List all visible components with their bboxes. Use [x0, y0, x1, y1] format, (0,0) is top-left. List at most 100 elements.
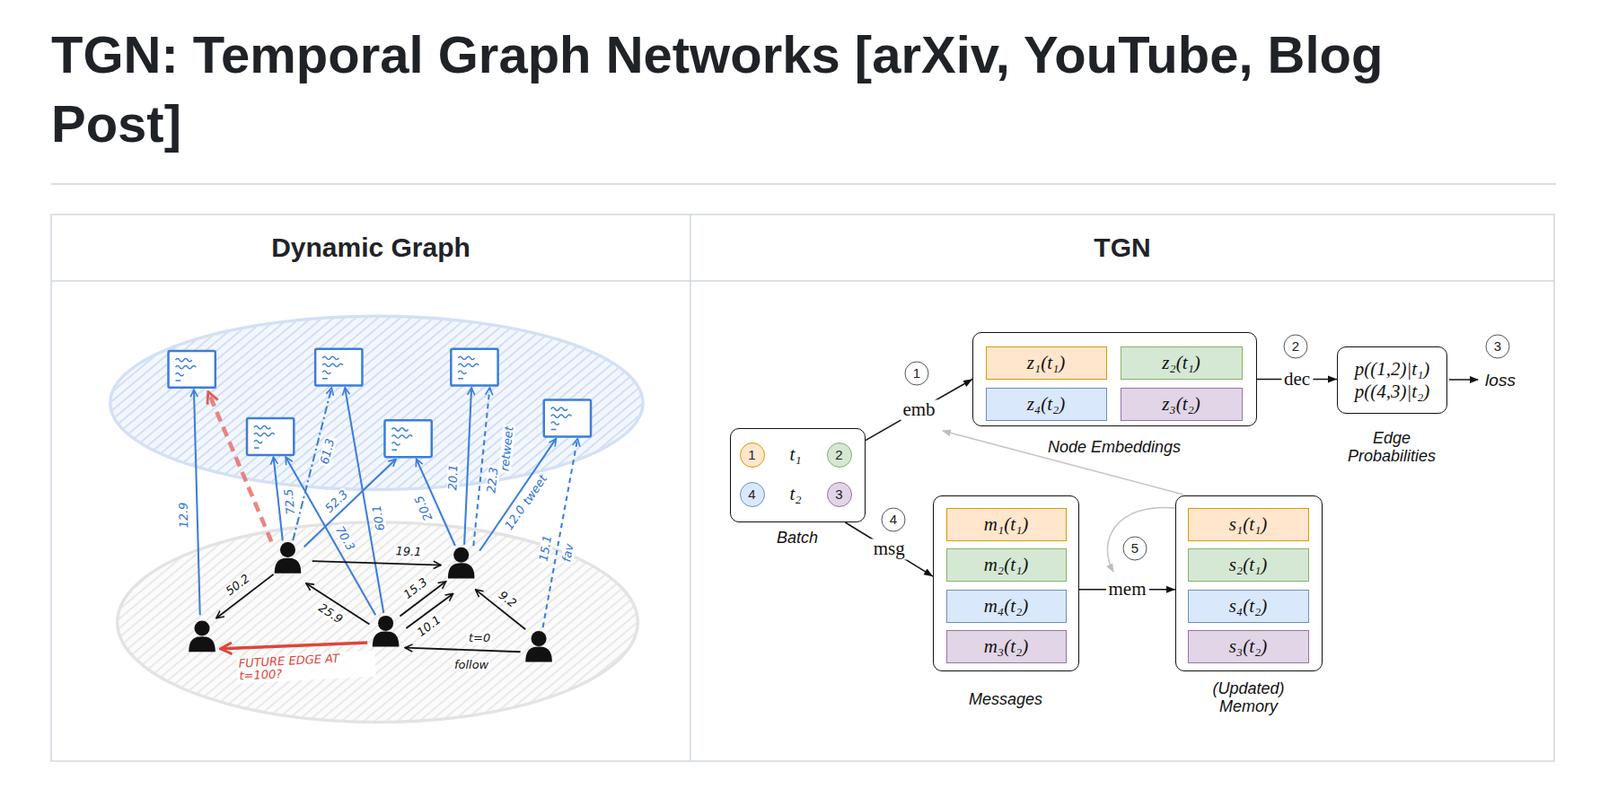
edge-label: t₂ [786, 483, 804, 505]
user-region [117, 522, 639, 723]
edge-weight: 60.1 [369, 502, 388, 535]
memory-loop-arrow [1107, 507, 1176, 572]
embedding-cell: s₁(t₁) [1187, 508, 1310, 542]
box-text: m₃(t₂) [984, 635, 1029, 658]
box-text: z₃(t₂) [1161, 393, 1201, 415]
interaction-line [304, 458, 396, 547]
box-text: s₁(t₁) [1229, 513, 1268, 536]
embedding-cell: s₂(t₁) [1187, 548, 1310, 582]
graph-node-circle: 3 [826, 482, 853, 508]
box-text: p((1,2)|t₁) [1354, 358, 1431, 380]
box-text: p((4,3)|t₂) [1354, 380, 1431, 403]
embedding-cell: s₃(t₂) [1187, 630, 1310, 664]
edge-label: msg [870, 539, 908, 561]
edge-weight: 19.1 [393, 545, 423, 559]
user-edge [312, 561, 441, 566]
edge-type: fav [560, 541, 577, 565]
edge-weight: 10.1 [413, 612, 446, 641]
node-number: 1 [747, 448, 756, 462]
box-text: z₂(t₁) [1161, 351, 1201, 374]
tweet-region [110, 316, 643, 490]
table-rule [51, 280, 1555, 282]
user-edge [404, 648, 520, 653]
callout-number: 1 [905, 361, 930, 387]
edge-weight: 15.1 [536, 533, 555, 565]
user-icon [188, 621, 216, 653]
edge-weight: 52.3 [321, 487, 352, 518]
callout-number: 4 [881, 508, 906, 533]
edge-type: retweet [498, 423, 517, 474]
box-caption: Batch [729, 528, 866, 548]
embeddings-box: Node Embeddingsz₁(t₁)z₂(t₁)z₄(t₂)z₃(t₂) [972, 332, 1258, 427]
box-text: s₄(t₂) [1229, 595, 1268, 617]
interaction-line [193, 389, 201, 616]
edge-weight: 50.2 [221, 571, 254, 600]
node-number: 2 [835, 448, 843, 462]
edge-weight: 20.1 [446, 462, 460, 493]
callout-number: 3 [1485, 334, 1511, 360]
edge-label: emb [899, 399, 938, 421]
edge-type: tweet [518, 471, 551, 510]
callout-number: 5 [1123, 536, 1148, 562]
edge-time: t=0 [466, 632, 493, 645]
page-title: TGN: Temporal Graph Networks [arXiv, You… [51, 19, 1434, 159]
edge-weight: 12.9 [176, 500, 191, 530]
tweet-icon [246, 418, 294, 456]
graph-node-circle: 2 [826, 442, 853, 468]
edge-weight: 72.5 [281, 486, 299, 518]
tweet-icon [315, 349, 362, 387]
edge-weight: 12.0 [501, 502, 529, 535]
interaction-line [273, 457, 283, 541]
tweet-icon [450, 349, 498, 387]
embedding-cell: m₃(t₂) [946, 630, 1067, 664]
edge-type: follow [452, 659, 491, 672]
heading-rule [51, 183, 1557, 185]
edge-label: t₁ [786, 444, 804, 466]
box-text: m₄(t₂) [984, 595, 1029, 617]
tweet-icon [168, 351, 216, 388]
box-caption: Node Embeddings [972, 438, 1258, 458]
flow-arrow [865, 379, 973, 441]
tweet-icon [384, 420, 431, 458]
probabilities-box: p((1,2)|t₁)p((4,3)|t₂)Edge Probabilities [1336, 346, 1448, 414]
box-text: s₃(t₂) [1229, 635, 1268, 658]
box-caption: (Updated) Memory [1204, 679, 1294, 717]
interaction-line [285, 457, 376, 616]
box-text: s₂(t₁) [1229, 553, 1268, 576]
box-caption: Edge Probabilities [1336, 429, 1448, 466]
batch-box: Batch1243 [729, 428, 866, 523]
future-edge-note: FUTURE EDGE AT t=100? [236, 650, 376, 685]
memory-box: (Updated) Memorys₁(t₁)s₂(t₁)s₄(t₂)s₃(t₂) [1175, 495, 1323, 672]
edge-label: mem [1106, 579, 1150, 600]
future-edge [219, 642, 368, 650]
edge-weight: 15.3 [399, 574, 431, 603]
user-icon [372, 615, 400, 648]
embedding-cell: m₁(t₁) [946, 508, 1067, 542]
loss-label: loss [1485, 370, 1516, 391]
edge-weight: 25.9 [315, 600, 347, 628]
edge-weight: 9.2 [494, 588, 520, 612]
table-border [51, 214, 1555, 762]
box-text: z₄(t₂) [1027, 393, 1066, 415]
edge-weight: 61.3 [317, 436, 338, 468]
interaction-line [464, 387, 472, 546]
node-number: 3 [835, 487, 843, 502]
embedding-cell: m₂(t₁) [946, 548, 1067, 582]
column-header: Dynamic Graph [271, 232, 471, 264]
column-header: TGN [1093, 232, 1151, 264]
future-interaction-line [208, 391, 272, 542]
callout-number: 2 [1283, 334, 1309, 360]
graph-node-circle: 1 [739, 442, 765, 468]
interaction-line [344, 387, 384, 614]
messages-box: Messagesm₁(t₁)m₂(t₁)m₄(t₂)m₃(t₂) [932, 495, 1080, 672]
embedding-cell: z₄(t₂) [985, 387, 1108, 422]
embedding-cell: s₄(t₂) [1187, 589, 1310, 624]
embedding-cell: m₄(t₂) [946, 589, 1067, 624]
embedding-cell: z₃(t₂) [1120, 387, 1243, 422]
box-caption: Messages [932, 690, 1080, 710]
embedding-cell: z₂(t₁) [1120, 346, 1243, 380]
user-icon [448, 547, 475, 580]
user-icon [525, 631, 553, 663]
box-text: z₁(t₁) [1027, 351, 1066, 374]
edge-weight: 70.3 [332, 522, 359, 555]
